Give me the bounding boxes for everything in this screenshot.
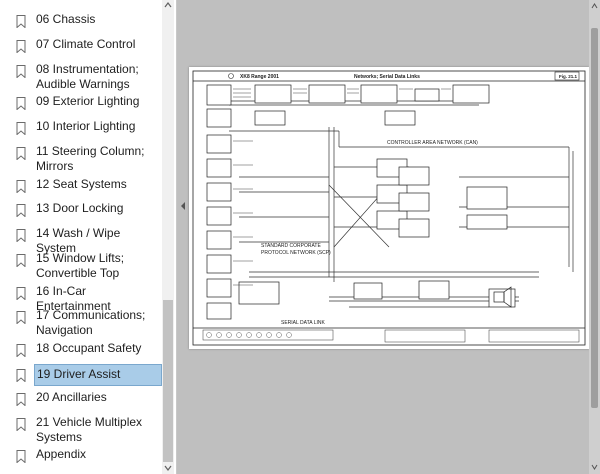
- bookmark-icon: [16, 97, 26, 110]
- bookmark-label: 18 Occupant Safety: [36, 341, 142, 355]
- bookmark-label: 16 In-Car Entertainment: [36, 284, 111, 313]
- scroll-down-arrow-icon[interactable]: [162, 462, 174, 474]
- bookmark-icon: [16, 40, 26, 53]
- doc-header-range: XK8 Range 2001: [240, 74, 279, 80]
- document-scroll-up-icon[interactable]: [590, 2, 599, 10]
- bookmark-label: 06 Chassis: [36, 12, 96, 26]
- bookmark-icon: [16, 122, 26, 135]
- doc-header-title: Networks; Serial Data Links: [354, 74, 420, 80]
- bookmark-icon: [16, 254, 26, 267]
- bookmark-icon: [16, 229, 26, 242]
- bookmark-label: 20 Ancillaries: [36, 390, 107, 404]
- label-scp-2: PROTOCOL NETWORK (SCP): [261, 250, 331, 256]
- bookmark-label: 14 Wash / Wipe System: [36, 226, 121, 255]
- bookmark-icon: [16, 287, 26, 300]
- wiring-diagram: XK8 Range 2001 Networks; Serial Data Lin…: [192, 70, 586, 346]
- bookmark-icon: [16, 369, 26, 382]
- bookmark-icon: [16, 393, 26, 406]
- document-scroll-thumb[interactable]: [591, 28, 598, 408]
- bookmark-label: 17 Communications; Navigation: [36, 308, 146, 337]
- bookmark-label: Appendix: [36, 447, 87, 461]
- bookmark-icon: [16, 344, 26, 357]
- bookmark-label: 08 Instrumentation; Audible Warnings: [36, 62, 139, 91]
- bookmark-label: 10 Interior Lighting: [36, 119, 136, 133]
- bookmark-label: 13 Door Locking: [36, 201, 124, 215]
- bookmark-label: 19 Driver Assist: [34, 364, 162, 386]
- bookmark-label: 11 Steering Column; Mirrors: [36, 144, 145, 173]
- bookmark-icon: [16, 180, 26, 193]
- bookmark-icon: [16, 15, 26, 28]
- document-scroll-down-icon[interactable]: [590, 463, 599, 471]
- bookmark-label: 09 Exterior Lighting: [36, 94, 140, 108]
- logo-icon: [228, 73, 234, 79]
- bookmarks-scroll-thumb[interactable]: [163, 300, 173, 462]
- label-sdl: SERIAL DATA LINK: [281, 320, 325, 326]
- label-can: CONTROLLER AREA NETWORK (CAN): [387, 140, 478, 146]
- collapse-panel-icon[interactable]: [179, 200, 187, 212]
- bookmarks-panel: 06 Chassis 07 Climate Control 08 Instrumen…: [0, 0, 177, 474]
- bookmark-label: 07 Climate Control: [36, 37, 136, 51]
- bookmark-icon: [16, 204, 26, 217]
- bookmark-label: 12 Seat Systems: [36, 177, 127, 191]
- bookmark-icon: [16, 450, 26, 463]
- bookmark-icon: [16, 65, 26, 78]
- bookmark-label: 15 Window Lifts; Convertible Top: [36, 251, 125, 280]
- scroll-up-arrow-icon[interactable]: [162, 0, 174, 10]
- bookmark-icon: [16, 147, 26, 160]
- doc-fig-label: Fig. 21.1: [559, 74, 578, 79]
- bookmark-label: 21 Vehicle Multiplex Systems: [36, 415, 143, 444]
- bookmark-icon: [16, 311, 26, 324]
- label-scp-1: STANDARD CORPORATE: [261, 243, 321, 249]
- document-page: XK8 Range 2001 Networks; Serial Data Lin…: [189, 67, 589, 349]
- bookmark-icon: [16, 418, 26, 431]
